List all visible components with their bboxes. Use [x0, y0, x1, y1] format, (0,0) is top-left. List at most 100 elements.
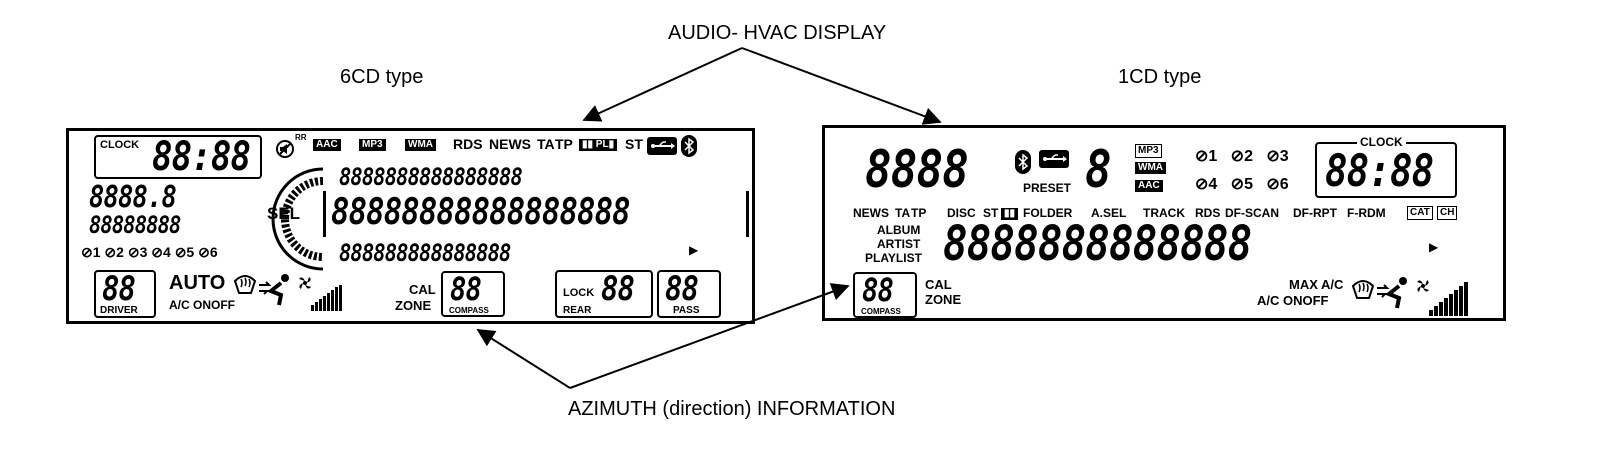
clock-box: CLOCK 88:88 — [94, 135, 262, 179]
seg-main: 88888888888888888 — [331, 192, 631, 233]
news-label: NEWS — [489, 136, 531, 152]
df-rpt-label: DF-RPT — [1293, 206, 1337, 220]
main-title: AUDIO- HVAC DISPLAY — [668, 22, 887, 44]
defrost-icon — [1351, 276, 1375, 307]
disc-5: 5 — [186, 244, 195, 260]
disc-icon: ⊘ — [151, 244, 163, 260]
pl-label: PL — [595, 139, 609, 150]
seg-small-1: 8888.8 — [89, 180, 177, 215]
bottom-title: AZIMUTH (direction) INFORMATION — [568, 398, 896, 420]
compass-box: 88 COMPASS — [853, 272, 917, 318]
disc-4: 4 — [1208, 176, 1218, 193]
pass-digits: 88 — [665, 269, 699, 309]
fan-speed-bars-icon — [1429, 282, 1469, 321]
clock-label: CLOCK — [1357, 136, 1406, 148]
seg-single: 8 — [1085, 140, 1112, 200]
main-text-bracket — [323, 191, 749, 237]
bluetooth-icon — [681, 135, 697, 162]
disc-icon: ⊘ — [1266, 176, 1280, 193]
disc-6: 6 — [1279, 176, 1289, 193]
ta-label: TA — [895, 206, 911, 220]
ch-tag: CH — [1437, 206, 1458, 220]
disc-icon: ⊘ — [81, 244, 93, 260]
disc-3: 3 — [1279, 148, 1289, 165]
usb-icon — [1039, 150, 1069, 173]
display-1cd-panel: 8888 PRESET 8 MP3 WMA AAC ⊘1 ⊘2 ⊘3 ⊘4 ⊘5… — [822, 125, 1506, 321]
disc-label: DISC — [947, 206, 976, 220]
clock-digits: 88:88 — [1325, 146, 1434, 197]
airflow-person-icon — [257, 273, 293, 312]
compass-label: COMPASS — [861, 307, 901, 316]
azimuth-arrow-left — [476, 329, 571, 389]
playlist-label: PLAYLIST — [865, 251, 922, 265]
f-rdm-label: F-RDM — [1347, 206, 1386, 220]
airflow-person-icon — [1375, 276, 1411, 315]
disc-1: 1 — [92, 244, 101, 260]
disc-icon: ⊘ — [198, 244, 210, 260]
clock-digits: 88:88 — [152, 134, 251, 180]
driver-label: DRIVER — [100, 305, 138, 316]
df-scan-label: DF-SCAN — [1225, 206, 1279, 220]
disc-row-top: ⊘1 ⊘2 ⊘3 — [1195, 146, 1289, 166]
disc-1: 1 — [1208, 148, 1218, 165]
rear-label: REAR — [563, 305, 592, 316]
disc-icon: ⊘ — [104, 244, 117, 260]
album-label: ALBUM — [877, 223, 921, 237]
compass-label: COMPASS — [449, 306, 489, 315]
display-6cd-panel: CLOCK 88:88 RR AAC MP3 WMA RDS NEWS TA T… — [66, 128, 755, 324]
disc-2: 2 — [116, 244, 124, 260]
ac-onoff-label: A/C ONOFF — [169, 298, 235, 312]
seg-row-3: 888888888888888 — [339, 239, 511, 267]
aac-tag: AAC — [1135, 180, 1163, 192]
tp-label: TP — [911, 206, 927, 220]
cal-label: CAL — [925, 277, 952, 292]
cat-tag: CAT — [1407, 206, 1433, 220]
mute-icon — [275, 139, 295, 164]
max-ac-label: MAX A/C — [1289, 277, 1344, 292]
artist-label: ARTIST — [877, 237, 921, 251]
clock-label: CLOCK — [100, 139, 140, 151]
wma-tag: WMA — [405, 139, 436, 151]
mp3-tag: MP3 — [1135, 144, 1162, 158]
disc-5: 5 — [1244, 176, 1253, 193]
disc-icon: ⊘ — [127, 244, 140, 260]
lock-label: LOCK — [563, 287, 595, 299]
cal-label: CAL — [409, 282, 436, 297]
disc-3: 3 — [139, 244, 148, 260]
disc-icon: ⊘ — [1230, 148, 1245, 165]
fan-icon — [297, 275, 313, 296]
fan-speed-bars-icon — [311, 285, 345, 316]
rds-label: RDS — [453, 136, 483, 152]
driver-temp-box: 88 DRIVER — [94, 270, 156, 318]
disc-icon: ⊘ — [1195, 176, 1209, 193]
auto-label: AUTO — [169, 272, 226, 294]
ta-label: TA — [537, 136, 555, 152]
wma-tag: WMA — [1135, 162, 1166, 174]
disc-4: 4 — [163, 244, 171, 260]
audio-arrow-right — [741, 47, 942, 125]
disc-icon: ⊘ — [1230, 176, 1245, 193]
disc-6: 6 — [209, 244, 218, 260]
ac-onoff-label: A/C ONOFF — [1257, 293, 1329, 308]
clock-box: CLOCK 88:88 — [1315, 136, 1457, 198]
dolby-pl-tag: ▮▮ PL▮ — [579, 139, 618, 151]
fan-icon — [1415, 278, 1431, 299]
disc-icon: ⊘ — [1195, 148, 1209, 165]
rr-label: RR — [295, 133, 307, 142]
st-label: ST — [983, 206, 999, 220]
seg-top: 8888 — [865, 140, 969, 200]
zone-label: ZONE — [395, 298, 432, 313]
dolby-icon: ▮▮ — [1001, 208, 1019, 220]
arrow-right-icon: ▶ — [689, 243, 699, 257]
pass-temp-box: 88 PASS — [657, 270, 721, 318]
driver-digits: 88 — [102, 269, 136, 309]
rds-label: RDS — [1195, 206, 1221, 220]
arrow-right-icon: ▶ — [1429, 240, 1439, 254]
tp-label: TP — [555, 136, 573, 152]
compass-digits: 88 — [450, 270, 482, 308]
pass-label: PASS — [673, 305, 700, 316]
disc-row: ⊘1 ⊘2 ⊘3 ⊘4 ⊘5 ⊘6 — [81, 244, 218, 261]
sel-label: SEL — [267, 204, 301, 223]
usb-icon — [647, 137, 677, 160]
track-label: TRACK — [1143, 206, 1185, 220]
